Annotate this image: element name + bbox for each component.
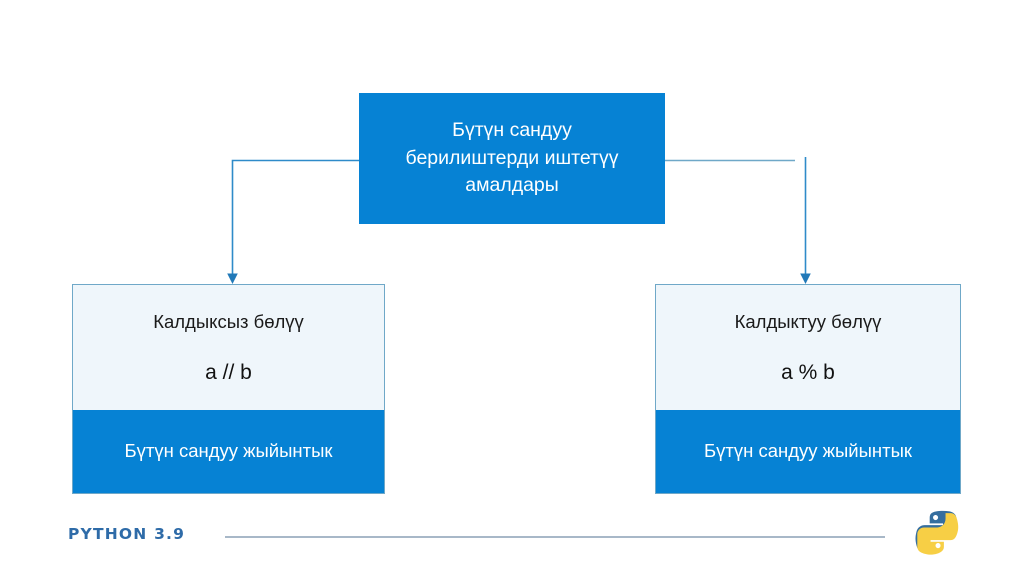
diagram-child-node-right: Калдыктуу бөлүү a % b Бүтүн сандуу жыйын… bbox=[655, 284, 961, 494]
diagram-root-node: Бүтүн сандуу берилиштерди иштетүү амалда… bbox=[359, 93, 665, 224]
arrowhead-right bbox=[800, 273, 811, 284]
child-right-footer-label: Бүтүн сандуу жыйынтык bbox=[703, 440, 913, 462]
child-right-body: Калдыктуу бөлүү a % b bbox=[656, 285, 960, 410]
python-logo-icon bbox=[915, 510, 959, 555]
brand-label: Python 3.9 bbox=[68, 525, 186, 543]
child-left-body: Калдыксыз бөлүү a // b bbox=[73, 285, 384, 410]
child-right-title: Калдыктуу бөлүү bbox=[734, 310, 882, 332]
footer-divider bbox=[225, 536, 885, 538]
child-left-expression: a // b bbox=[205, 360, 252, 384]
arrowhead-left bbox=[227, 273, 238, 284]
child-right-expression: a % b bbox=[781, 360, 835, 384]
child-right-footer: Бүтүн сандуу жыйынтык bbox=[656, 410, 960, 493]
child-left-footer-label: Бүтүн сандуу жыйынтык bbox=[124, 440, 333, 462]
diagram-root-label: Бүтүн сандуу берилиштерди иштетүү амалда… bbox=[405, 118, 619, 197]
connector-root-to-left bbox=[231, 159, 359, 277]
diagram-child-node-left: Калдыксыз бөлүү a // b Бүтүн сандуу жыйы… bbox=[72, 284, 385, 494]
child-left-title: Калдыксыз бөлүү bbox=[153, 310, 304, 332]
child-left-footer: Бүтүн сандуу жыйынтык bbox=[73, 410, 384, 493]
